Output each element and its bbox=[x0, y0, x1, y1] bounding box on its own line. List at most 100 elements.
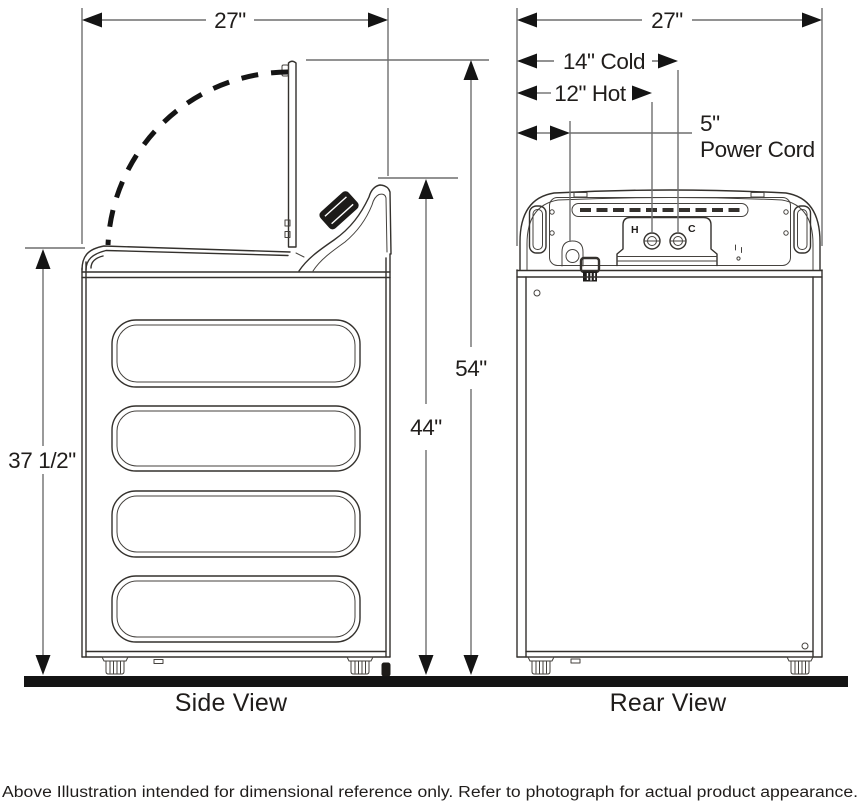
panel-inner bbox=[116, 324, 356, 383]
side-panel-4 bbox=[111, 575, 361, 643]
side-panel-1 bbox=[111, 319, 361, 388]
arrowhead-right bbox=[550, 125, 570, 141]
panel-inner bbox=[116, 410, 356, 467]
leveling-foot-front bbox=[101, 656, 129, 675]
rear-console-outer bbox=[519, 189, 821, 271]
foot-ribs bbox=[794, 661, 806, 675]
console-base-line bbox=[295, 252, 305, 258]
leveling-foot-rear bbox=[346, 656, 374, 675]
rear-body-left-edge bbox=[516, 269, 527, 658]
arrowhead-down bbox=[35, 655, 51, 675]
rear-handle-right bbox=[793, 205, 812, 254]
panel-outer bbox=[111, 405, 361, 472]
arrowhead-left bbox=[517, 125, 537, 141]
console-outline bbox=[298, 184, 392, 272]
lid-swing-arc bbox=[105, 69, 289, 246]
handle-inner bbox=[532, 209, 543, 250]
hot-inlet-dimension: 12" Hot bbox=[517, 81, 653, 232]
arrowhead-up bbox=[35, 249, 51, 269]
vent-grille bbox=[571, 203, 749, 217]
arrowhead-right bbox=[632, 85, 652, 101]
leveling-foot-left bbox=[527, 656, 555, 675]
lid-panel bbox=[287, 60, 297, 248]
arrowhead-down bbox=[418, 655, 434, 675]
footer-note: Above Illustration intended for dimensio… bbox=[2, 784, 858, 801]
screw bbox=[549, 230, 555, 236]
handle-outer bbox=[793, 205, 812, 254]
panel-outer bbox=[111, 575, 361, 643]
open-lid bbox=[281, 60, 297, 248]
lid-latch-lower bbox=[284, 231, 291, 238]
lid-latch-upper bbox=[284, 219, 291, 227]
arrowhead-right bbox=[802, 12, 822, 28]
washer-side-view bbox=[81, 60, 392, 677]
rear-body bbox=[516, 269, 823, 664]
foot-flange bbox=[786, 656, 814, 662]
power-cord-outlet bbox=[561, 240, 584, 267]
arrowhead-right bbox=[368, 12, 388, 28]
panel-outer bbox=[111, 319, 361, 388]
foot-flange bbox=[527, 656, 555, 662]
outlet-hole bbox=[565, 249, 580, 263]
lid-open-height-value: 54" bbox=[455, 356, 487, 381]
foot-barrel bbox=[531, 660, 551, 675]
rear-base-tab bbox=[570, 658, 581, 664]
body-height-dimension: 37 1/2" bbox=[8, 247, 85, 675]
rear-body-bottom bbox=[516, 650, 823, 658]
panel-outer bbox=[111, 490, 361, 558]
ground-marks bbox=[735, 244, 742, 253]
rear-width-value: 27" bbox=[651, 8, 683, 33]
knob-body bbox=[319, 191, 359, 230]
console-height-value: 44" bbox=[410, 415, 442, 440]
side-body-front-edge bbox=[81, 261, 87, 658]
top-notch-left bbox=[573, 192, 588, 198]
foot-barrel bbox=[350, 660, 370, 675]
power-cord-dimension: 5" Power Cord bbox=[517, 111, 815, 242]
side-body-bottom bbox=[81, 650, 391, 658]
body-height-value: 37 1/2" bbox=[8, 448, 76, 473]
cold-inlet-value: 14" Cold bbox=[563, 49, 645, 74]
extension-lines bbox=[516, 8, 823, 246]
side-panel-3 bbox=[111, 490, 361, 558]
bracket-outline bbox=[616, 216, 718, 267]
hot-inlet-value: 12" Hot bbox=[554, 81, 627, 106]
rear-access-panel bbox=[549, 197, 791, 266]
washer-rear-view: H C bbox=[516, 189, 823, 675]
top-notch-right bbox=[750, 192, 765, 198]
rear-width-dimension: 27" bbox=[516, 8, 823, 246]
hot-port-label: H bbox=[631, 224, 639, 236]
arrowhead-left bbox=[82, 12, 102, 28]
panel-inner bbox=[116, 580, 356, 638]
arrowhead-left bbox=[517, 12, 537, 28]
side-body-top-seam bbox=[81, 271, 391, 279]
foot-ribs bbox=[535, 661, 547, 675]
control-knob bbox=[319, 191, 359, 230]
console-height-dimension: 44" bbox=[378, 177, 458, 675]
console-inner-line bbox=[312, 193, 388, 272]
foot-ribs bbox=[354, 661, 366, 675]
side-panel-2 bbox=[111, 405, 361, 472]
rear-view-label: Rear View bbox=[610, 689, 727, 717]
screw bbox=[801, 642, 809, 650]
knob-ridges bbox=[324, 196, 354, 225]
side-body bbox=[81, 245, 391, 664]
side-width-dimension: 27" bbox=[81, 8, 389, 244]
screw bbox=[533, 289, 541, 297]
foot-barrel bbox=[105, 660, 125, 675]
arrowhead-up bbox=[418, 179, 434, 199]
control-console bbox=[295, 184, 392, 272]
lid-open-height-dimension: 54" bbox=[306, 59, 489, 675]
rear-body-top-seam bbox=[516, 269, 823, 278]
foot-flange bbox=[346, 656, 374, 662]
arrowhead-up bbox=[463, 60, 479, 80]
floor-line bbox=[24, 676, 848, 687]
side-width-value: 27" bbox=[214, 8, 246, 33]
cold-port-label: C bbox=[688, 223, 696, 235]
power-cord-length-value: 5" bbox=[700, 111, 720, 136]
rear-console: H C bbox=[519, 189, 821, 282]
handle-inner bbox=[797, 209, 808, 250]
side-body-rear-edge bbox=[385, 253, 391, 658]
power-cord-label: Power Cord bbox=[700, 137, 815, 162]
inlet-bracket: H C bbox=[616, 216, 718, 267]
side-top-rim bbox=[81, 245, 291, 271]
